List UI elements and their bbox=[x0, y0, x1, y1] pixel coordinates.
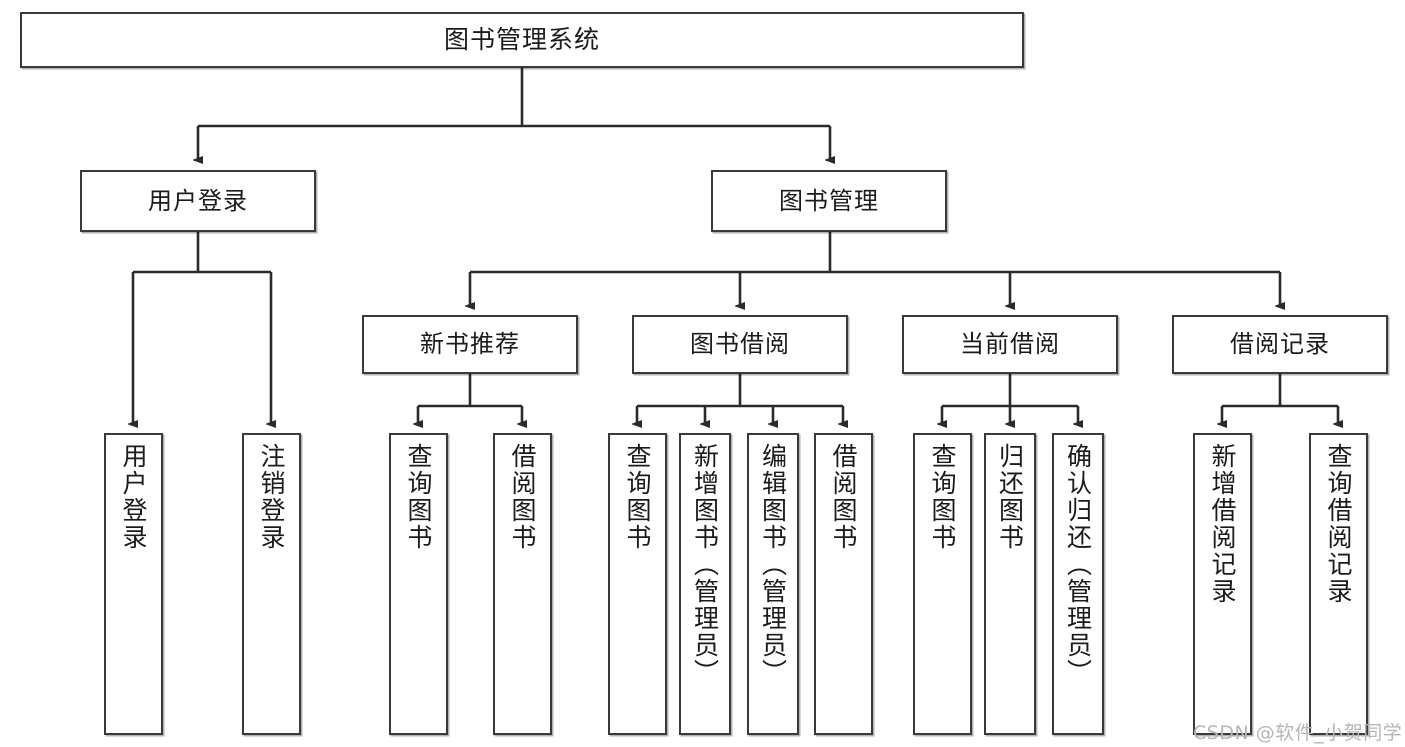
node-label: 查询图书 bbox=[928, 443, 957, 551]
leaf-confirm-return-admin[interactable]: 确认归还（管理员） bbox=[1052, 433, 1104, 735]
node-borrow-record[interactable]: 借阅记录 bbox=[1172, 315, 1388, 374]
node-label: 新增借阅记录 bbox=[1208, 443, 1237, 605]
node-book-borrow[interactable]: 图书借阅 bbox=[632, 315, 848, 374]
node-user-login[interactable]: 用户登录 bbox=[80, 170, 316, 232]
node-label: 借阅记录 bbox=[1230, 330, 1330, 359]
leaf-return-book[interactable]: 归还图书 bbox=[984, 433, 1036, 735]
node-label: 新书推荐 bbox=[420, 330, 520, 359]
leaf-borrow-book-1[interactable]: 借阅图书 bbox=[493, 433, 552, 735]
leaf-user-login[interactable]: 用户登录 bbox=[104, 433, 163, 735]
node-label: 借阅图书 bbox=[508, 443, 537, 551]
node-label: 新增图书（管理员） bbox=[690, 443, 720, 686]
node-label: 归还图书 bbox=[995, 443, 1025, 551]
node-label: 用户登录 bbox=[148, 186, 248, 215]
node-label: 查询借阅记录 bbox=[1324, 443, 1353, 605]
leaf-add-borrow-record[interactable]: 新增借阅记录 bbox=[1193, 433, 1252, 735]
node-root-book-management-system[interactable]: 图书管理系统 bbox=[20, 12, 1024, 68]
leaf-add-book-admin[interactable]: 新增图书（管理员） bbox=[679, 433, 731, 735]
leaf-query-book-2[interactable]: 查询图书 bbox=[608, 433, 667, 735]
node-current-borrow[interactable]: 当前借阅 bbox=[902, 315, 1118, 374]
node-label: 图书借阅 bbox=[690, 330, 790, 359]
node-label: 确认归还（管理员） bbox=[1063, 443, 1093, 686]
node-label: 图书管理 bbox=[779, 186, 879, 215]
node-new-book-recommend[interactable]: 新书推荐 bbox=[362, 315, 578, 374]
node-label: 查询图书 bbox=[623, 443, 652, 551]
node-label: 查询图书 bbox=[404, 443, 433, 551]
node-label: 当前借阅 bbox=[960, 330, 1060, 359]
leaf-edit-book-admin[interactable]: 编辑图书（管理员） bbox=[747, 433, 799, 735]
leaf-query-book-3[interactable]: 查询图书 bbox=[913, 433, 972, 735]
node-label: 图书管理系统 bbox=[443, 25, 600, 54]
leaf-borrow-book-2[interactable]: 借阅图书 bbox=[814, 433, 873, 735]
node-label: 编辑图书（管理员） bbox=[758, 443, 788, 686]
leaf-query-borrow-record[interactable]: 查询借阅记录 bbox=[1309, 433, 1368, 735]
node-book-management[interactable]: 图书管理 bbox=[711, 170, 947, 232]
node-label: 注销登录 bbox=[257, 443, 286, 551]
leaf-logout-login[interactable]: 注销登录 bbox=[242, 433, 301, 735]
node-label: 用户登录 bbox=[119, 443, 148, 551]
node-label: 借阅图书 bbox=[829, 443, 858, 551]
leaf-query-book-1[interactable]: 查询图书 bbox=[389, 433, 448, 735]
